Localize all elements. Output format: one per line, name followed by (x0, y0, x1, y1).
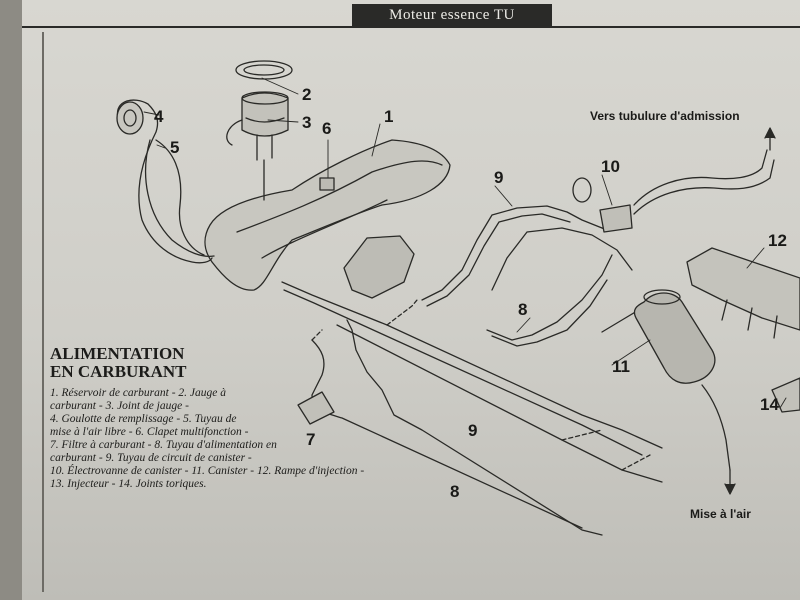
callout-number: 9 (494, 168, 503, 187)
pump-wire (226, 119, 243, 146)
vent-tube (155, 139, 205, 256)
caption-title: ALIMENTATION EN CARBURANT (50, 345, 430, 381)
solenoid-connector (572, 177, 592, 203)
caption-body: 1. Réservoir de carburant - 2. Jauge à c… (50, 387, 430, 491)
callout-number: 2 (302, 85, 311, 104)
gauge-ring (243, 64, 285, 76)
supply-line (346, 319, 603, 536)
canister-pipe (426, 213, 571, 307)
annotation-vent: Mise à l'air (690, 507, 751, 521)
fuel-gauge (241, 92, 289, 137)
canister-pipe (486, 254, 613, 341)
vent-pipe (701, 384, 731, 471)
intake-pipe (633, 159, 775, 215)
caption-title-line: ALIMENTATION (50, 344, 185, 363)
caption-block: ALIMENTATION EN CARBURANT 1. Réservoir d… (50, 345, 430, 491)
leader-line (143, 77, 787, 409)
gauge-seal (245, 117, 285, 123)
caption-line: 13. Injecteur - 14. Joints toriques. (50, 478, 207, 490)
callout-number: 5 (170, 138, 179, 157)
injection-rail (686, 247, 800, 331)
fuel-line (283, 289, 643, 456)
frame-line (42, 32, 44, 592)
fuel-tank (204, 139, 451, 291)
canister-pipe (491, 227, 633, 291)
injector-lower (771, 377, 800, 413)
caption-line: carburant - 3. Joint de jauge - (50, 400, 189, 412)
intake-pipe (633, 149, 768, 206)
dashed-link (311, 299, 651, 471)
fuel-line (281, 281, 663, 449)
header-rule (22, 26, 800, 28)
gauge-stem (256, 134, 273, 201)
annotation-intake: Vers tubulure d'admission (590, 109, 740, 123)
tank-ridge (261, 199, 388, 259)
callout-number: 10 (601, 157, 620, 176)
callout-number: 11 (612, 357, 630, 376)
caption-line: 7. Filtre à carburant - 8. Tuyau d'alime… (50, 439, 277, 451)
canister-solenoid (599, 204, 633, 233)
caption-line: mise à l'air libre - 6. Clapet multifonc… (50, 426, 249, 438)
callout-number: 7 (306, 430, 315, 449)
canister (633, 292, 716, 384)
tank-ridge (236, 160, 443, 233)
callout-number: 4 (154, 107, 164, 126)
callout-number: 8 (450, 482, 459, 501)
section-title: Moteur essence TU (389, 6, 515, 23)
caption-line: 4. Goulotte de remplissage - 5. Tuyau de (50, 413, 237, 425)
filler-cap (123, 109, 137, 127)
fuel-filter (297, 391, 335, 425)
arrow-intake-head (764, 127, 776, 139)
gauge-top (241, 91, 289, 105)
callout-number: 14 (760, 395, 779, 414)
filler-cap (116, 101, 144, 135)
section-header: Moteur essence TU (352, 4, 552, 26)
manual-page: Moteur essence TU (22, 0, 800, 600)
fuel-system-diagram: 1 2 3 4 5 6 7 8 8 9 9 10 11 12 14 Vers t… (116, 60, 800, 536)
caption-title-line: EN CARBURANT (50, 362, 187, 381)
caption-line: carburant - 9. Tuyau de circuit de canis… (50, 452, 252, 464)
callout-number: 6 (322, 119, 331, 138)
callout-number: 8 (518, 300, 527, 319)
canister-pipe (491, 279, 608, 347)
callout-number: 1 (384, 107, 393, 126)
caption-line: 10. Électrovanne de canister - 11. Canis… (50, 465, 365, 477)
canister-pipe (421, 205, 608, 301)
injector (721, 299, 778, 339)
heat-shield (343, 235, 415, 299)
arrow-vent-head (724, 483, 736, 495)
canister-cap (643, 289, 681, 305)
filler-neck (116, 99, 213, 264)
caption-line: 1. Réservoir de carburant - 2. Jauge à (50, 387, 226, 399)
supply-line (311, 339, 583, 529)
supply-line (336, 324, 663, 483)
callout-number: 12 (768, 231, 787, 250)
callout-number: 3 (302, 113, 311, 132)
callout-number: 9 (468, 421, 477, 440)
filler-neck (144, 139, 215, 258)
multifunction-valve (319, 177, 335, 191)
